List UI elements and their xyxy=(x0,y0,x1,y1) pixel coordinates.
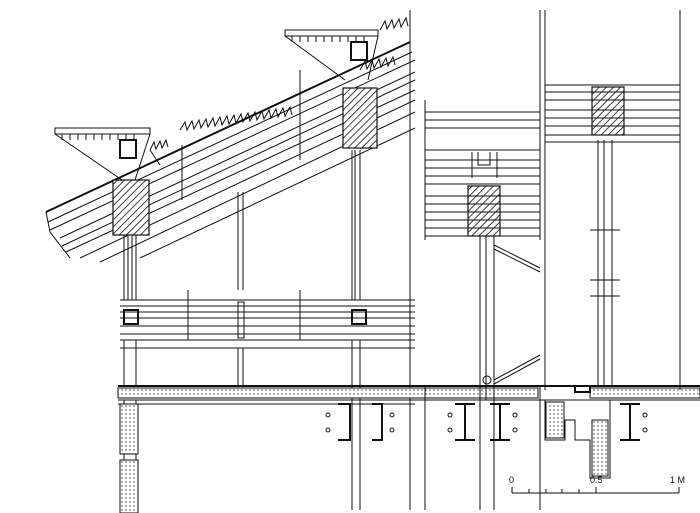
roof-truss-profile-left xyxy=(54,127,151,181)
scale-label-1m: 1 M xyxy=(670,475,686,485)
roof-truss-profile-right xyxy=(284,29,379,81)
insulation-block xyxy=(112,179,150,236)
middle-section xyxy=(424,10,541,510)
scale-bar xyxy=(511,487,680,494)
floor-slab xyxy=(117,385,700,513)
right-section xyxy=(544,10,681,479)
insulation-block xyxy=(591,86,625,136)
scale-label-half: 0.5 xyxy=(590,475,603,485)
scale-label-0: 0 xyxy=(509,475,515,485)
window-band xyxy=(120,299,415,349)
columns xyxy=(123,10,411,510)
steel-beams xyxy=(325,403,648,441)
insulation-block xyxy=(342,87,378,149)
